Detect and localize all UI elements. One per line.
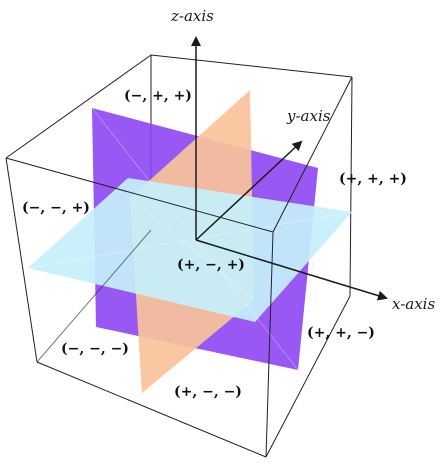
octant-label-minus-minus-plus: (−, −, +) — [22, 200, 90, 216]
octant-label-minus-plus-plus: (−, +, +) — [124, 88, 192, 104]
x-axis-label: x-axis — [392, 295, 435, 313]
octant-label-plus-minus-minus: (+, −, −) — [174, 384, 242, 400]
octant-label-minus-minus-minus: (−, −, −) — [61, 341, 129, 357]
x-axis-line — [195, 239, 388, 301]
octant-label-plus-plus-plus: (+, +, +) — [339, 171, 407, 187]
y-axis-label: y-axis — [286, 107, 331, 125]
z-axis-label: z-axis — [170, 7, 214, 25]
plane-facets — [27, 107, 353, 371]
octant-label-plus-plus-minus: (+, +, −) — [307, 325, 375, 341]
y-axis-line — [195, 140, 303, 241]
cube-front-edges — [5, 76, 353, 458]
octant-label-plus-minus-plus: (+, −, +) — [177, 257, 245, 273]
